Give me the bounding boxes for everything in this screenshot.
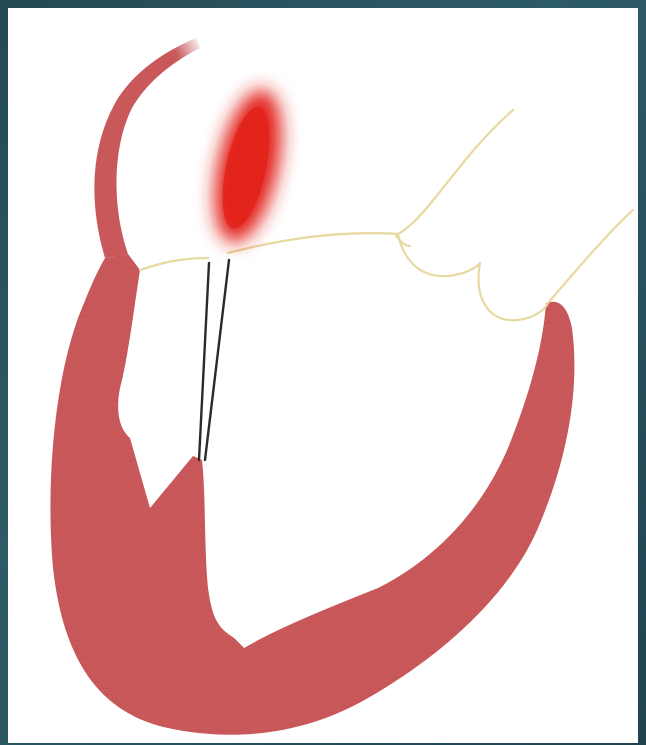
catheter-shape bbox=[199, 260, 229, 460]
left-ventricle-myocardium-shape bbox=[50, 254, 574, 735]
diagram-frame bbox=[8, 8, 638, 743]
aorta-wall-shape bbox=[94, 38, 200, 258]
heart-diagram bbox=[8, 8, 638, 743]
regurgitant-jet-shape bbox=[202, 83, 293, 248]
mitral-valve-leaflets-shape bbox=[140, 110, 633, 320]
